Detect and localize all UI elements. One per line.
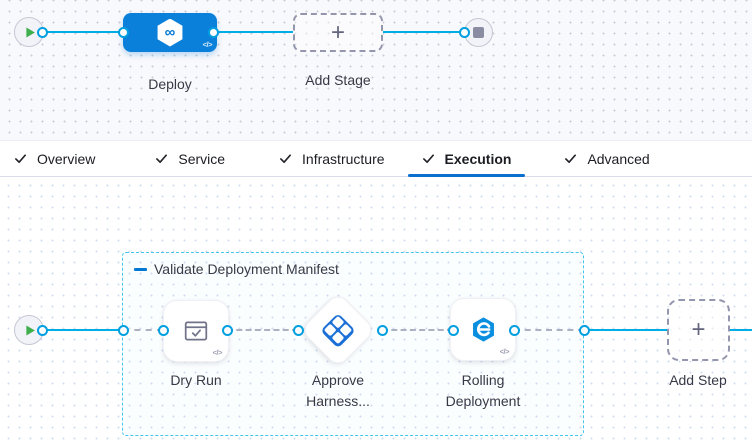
connector-line (383, 31, 464, 33)
code-icon: </> (499, 347, 510, 356)
connector-port[interactable] (578, 324, 590, 336)
add-stage-label: Add Stage (305, 72, 371, 88)
connector-port[interactable] (376, 324, 388, 336)
connector-port[interactable] (221, 324, 233, 336)
connector-port[interactable] (508, 324, 520, 336)
step-group-validate-deployment-manifest[interactable] (122, 252, 584, 436)
step-node-rolling-deployment[interactable]: </> (450, 298, 516, 361)
plus-icon: + (330, 18, 345, 46)
connector-port[interactable] (117, 324, 129, 336)
tab-advanced[interactable]: Advanced (550, 141, 663, 176)
connector-port[interactable] (458, 26, 470, 38)
connector-port[interactable] (36, 324, 48, 336)
check-icon (156, 154, 168, 164)
connector-line (730, 329, 752, 331)
connector-line-dashed (514, 329, 584, 331)
connector-line (213, 31, 293, 33)
check-icon (565, 154, 577, 164)
connector-port[interactable] (117, 26, 129, 38)
approval-icon (320, 312, 356, 348)
tab-label: Service (178, 150, 226, 167)
window-check-icon (184, 321, 208, 341)
step-label: Approve Harness... (306, 372, 370, 409)
connector-line (42, 329, 123, 331)
step-group-title: Validate Deployment Manifest (154, 261, 339, 277)
connector-port[interactable] (157, 324, 169, 336)
play-icon (25, 324, 35, 336)
rolling-deployment-icon (472, 317, 494, 342)
execution-canvas: Validate Deployment Manifest (0, 177, 752, 448)
tab-label: Execution (444, 150, 512, 167)
check-icon (422, 154, 434, 164)
tab-label: Infrastructure (302, 150, 385, 167)
play-icon (25, 26, 35, 38)
step-label: Dry Run (170, 372, 222, 388)
connector-line-dashed (227, 329, 298, 331)
code-icon: </> (202, 40, 213, 49)
step-group-header[interactable]: Validate Deployment Manifest (134, 261, 339, 277)
connector-line-dashed (123, 329, 163, 331)
connector-line (584, 329, 667, 331)
execution-start-node (14, 315, 44, 345)
tab-label: Advanced (587, 150, 650, 167)
tab-overview[interactable]: Overview (0, 141, 109, 176)
tab-label: Overview (37, 150, 96, 167)
plus-icon: + (691, 316, 706, 343)
step-node-dry-run[interactable]: </> (163, 300, 229, 362)
connector-line-dashed (382, 329, 453, 331)
add-step-label: Add Step (669, 372, 727, 388)
connector-line (42, 31, 123, 33)
collapse-dash-icon[interactable] (134, 267, 147, 271)
harness-logo-icon: ∞ (157, 18, 183, 47)
tab-service[interactable]: Service (141, 141, 239, 176)
connector-port[interactable] (207, 26, 219, 38)
connector-port[interactable] (447, 324, 459, 336)
stage-config-tabs: Overview Service Infrastructure Executio… (0, 140, 752, 177)
stop-icon (473, 27, 484, 38)
step-label: Rolling Deployment (445, 372, 521, 409)
connector-port[interactable] (292, 324, 304, 336)
stage-node-deploy[interactable]: ∞ </> (123, 13, 217, 52)
add-step-button[interactable]: + (667, 299, 730, 361)
tab-execution[interactable]: Execution (407, 141, 526, 177)
connector-port[interactable] (36, 26, 48, 38)
check-icon (15, 154, 26, 164)
code-icon: </> (212, 348, 223, 357)
stage-label: Deploy (148, 76, 192, 92)
stage-canvas: ∞ </> + Deploy Add Stage (0, 0, 752, 140)
check-icon (280, 154, 292, 164)
add-stage-button[interactable]: + (293, 13, 383, 52)
tab-infrastructure[interactable]: Infrastructure (265, 141, 398, 176)
